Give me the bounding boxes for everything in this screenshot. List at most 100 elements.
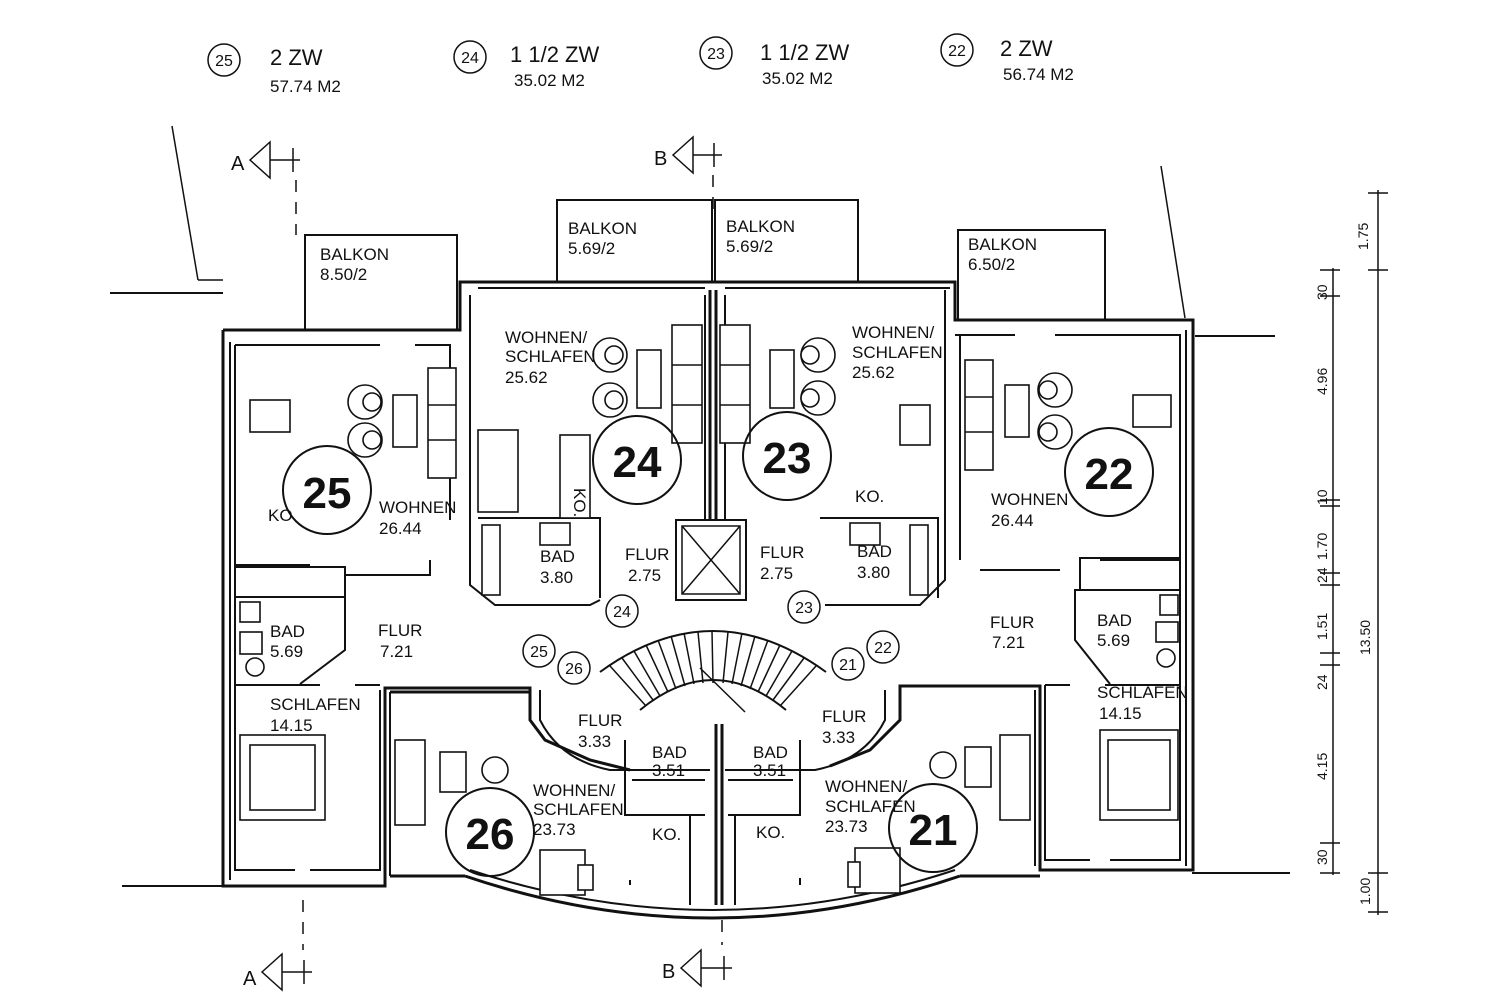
- room-label: BAD: [1097, 611, 1132, 630]
- unit-legend-circle-24: [453, 40, 487, 74]
- unit-number: 24: [613, 438, 662, 487]
- room-label: WOHNEN/: [505, 328, 587, 347]
- balcony-title: BALKON: [320, 245, 389, 264]
- unit-legend-type: 1 1/2 ZW: [510, 42, 599, 67]
- unit-number-circle-21: [888, 783, 978, 873]
- room-area: 23.73: [533, 820, 576, 839]
- site-lines: [110, 125, 1290, 887]
- furniture: [239, 324, 1179, 896]
- balcony-area: 5.69/2: [726, 237, 773, 256]
- door-number: 26: [565, 661, 583, 678]
- room-label: KO.: [652, 825, 681, 844]
- room-label: BAD: [753, 743, 788, 762]
- room-label: BAD: [652, 743, 687, 762]
- unit-legend-circle-22: [940, 33, 974, 67]
- section-label-a-bottom: A: [243, 968, 257, 990]
- interior-walls: [234, 287, 1181, 905]
- room-label: FLUR: [378, 621, 422, 640]
- room-label: SCHLAFEN: [825, 797, 916, 816]
- dimension-label: 1.00: [1357, 878, 1373, 905]
- balcony-area: 6.50/2: [968, 255, 1015, 274]
- door-number: 21: [839, 657, 857, 674]
- dimension-label: 4.96: [1314, 368, 1330, 395]
- room-label: BAD: [540, 547, 575, 566]
- unit-number: 22: [1085, 450, 1134, 499]
- dimension-label: 13.50: [1357, 620, 1373, 655]
- room-label: WOHNEN/: [533, 781, 615, 800]
- door-number: 24: [613, 604, 631, 621]
- door-numbers: 24 23 25 26 21 22: [522, 590, 900, 685]
- room-label: SCHLAFEN: [505, 347, 596, 366]
- room-area: 3.80: [857, 563, 890, 582]
- room-area: 3.80: [540, 568, 573, 587]
- dimension-label: 4.15: [1314, 753, 1330, 780]
- room-label: FLUR: [760, 543, 804, 562]
- unit-number-circle-23: [742, 411, 832, 501]
- room-label: FLUR: [990, 613, 1034, 632]
- room-label: KO: [268, 506, 293, 525]
- room-label: KO.: [855, 487, 884, 506]
- unit-legend-type: 1 1/2 ZW: [760, 40, 849, 65]
- unit-legend-type: 2 ZW: [270, 45, 323, 70]
- unit-number-circle-26: [445, 787, 535, 877]
- room-label: BAD: [857, 542, 892, 561]
- unit-number-circle-24: [592, 415, 682, 505]
- section-arrow-icon: [679, 948, 702, 988]
- room-area: 2.75: [628, 566, 661, 585]
- room-area: 25.62: [505, 368, 548, 387]
- room-area: 23.73: [825, 817, 868, 836]
- room-area: 5.69: [1097, 631, 1130, 650]
- room-area: 25.62: [852, 363, 895, 382]
- unit-number: 23: [763, 434, 812, 483]
- balcony-title: BALKON: [968, 235, 1037, 254]
- room-area: 2.75: [760, 564, 793, 583]
- unit-number-circle-22: [1064, 427, 1154, 517]
- room-label: KO.: [570, 488, 589, 517]
- unit-legend-area: 35.02 M2: [514, 71, 585, 90]
- dimension-label: 24: [1314, 567, 1330, 583]
- balcony: [714, 199, 859, 283]
- dimension-label: 30: [1314, 284, 1330, 300]
- dimension-label: 1.70: [1314, 533, 1330, 560]
- room-label: FLUR: [625, 545, 669, 564]
- room-area: 3.51: [652, 761, 685, 780]
- room-labels: WOHNEN/ SCHLAFEN 25.62 WOHNEN/ SCHLAFEN …: [268, 323, 1188, 844]
- door-number: 23: [795, 600, 813, 617]
- balcony-title: BALKON: [726, 217, 795, 236]
- section-label-b-top: B: [654, 148, 667, 170]
- room-area: 3.33: [578, 732, 611, 751]
- unit-legend-circle-23: [699, 36, 733, 70]
- room-label: WOHNEN/: [825, 777, 907, 796]
- room-area: 3.33: [822, 728, 855, 747]
- room-area: 5.69: [270, 642, 303, 661]
- unit-legend-area: 35.02 M2: [762, 69, 833, 88]
- dimension-label: 30: [1314, 849, 1330, 865]
- unit-legend: 25 2 ZW 57.74 M2 24 1 1/2 ZW 35.02 M2 23…: [207, 33, 1074, 96]
- dimension-chain: 1.75 13.50 1.00 30 4.96 10 1.70 24 1.51 …: [1314, 190, 1388, 915]
- section-label-a-top: A: [231, 153, 245, 175]
- unit-legend-num: 22: [948, 43, 966, 60]
- room-area: 3.51: [753, 761, 786, 780]
- room-label: SCHLAFEN: [533, 800, 624, 819]
- room-area: 14.15: [1099, 704, 1142, 723]
- room-label: SCHLAFEN: [852, 343, 943, 362]
- section-arrow-icon: [260, 952, 283, 992]
- section-markers: A B A B: [231, 135, 732, 992]
- balconies: BALKON 8.50/2 BALKON 5.69/2 BALKON 5.69/…: [304, 199, 1106, 331]
- unit-legend-type: 2 ZW: [1000, 36, 1053, 61]
- unit-numbers: 25 24 23 22 26 21: [282, 411, 1154, 877]
- room-label: KO.: [756, 823, 785, 842]
- door-number: 22: [874, 640, 892, 657]
- unit-number: 21: [909, 806, 958, 855]
- room-label: FLUR: [822, 707, 866, 726]
- room-label: BAD: [270, 622, 305, 641]
- dimension-label: 10: [1314, 489, 1330, 505]
- room-area: 14.15: [270, 716, 313, 735]
- door-number: 25: [530, 644, 548, 661]
- unit-legend-num: 23: [707, 46, 725, 63]
- room-label: SCHLAFEN: [1097, 683, 1188, 702]
- room-label: SCHLAFEN: [270, 695, 361, 714]
- unit-legend-num: 25: [215, 53, 233, 70]
- lift-shaft: [675, 519, 747, 601]
